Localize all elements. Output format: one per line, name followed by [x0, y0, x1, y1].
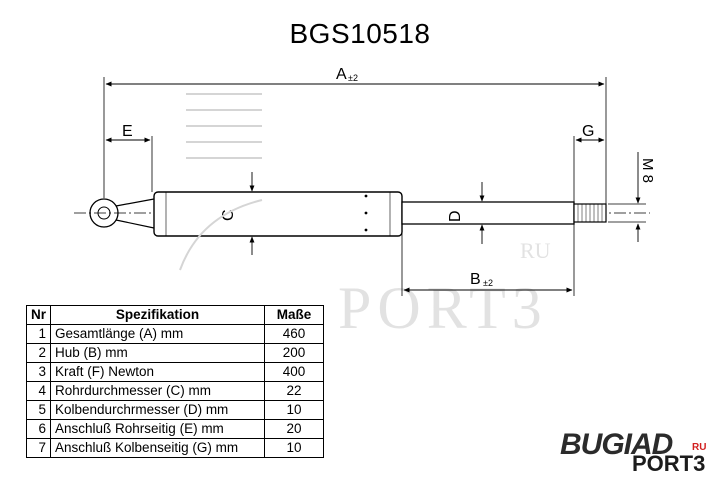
piston-rod	[401, 201, 575, 225]
dim-g-label: G	[582, 123, 594, 140]
table-row: 7 Anschluß Kolbenseitig (G) mm 10	[25, 438, 325, 458]
tube-dot	[364, 211, 368, 215]
cell-val: 22	[264, 381, 325, 401]
header-nr: Nr	[25, 305, 52, 325]
table-row: 1 Gesamtlänge (A) mm 460	[25, 324, 325, 344]
table-row: 2 Hub (B) mm 200	[25, 343, 325, 363]
watermark-arc	[179, 199, 263, 271]
eye-hole	[97, 206, 111, 220]
cell-nr: 7	[25, 438, 52, 458]
dim-e-label: E	[122, 123, 133, 140]
dim-a-tol: ±2	[348, 73, 358, 83]
cell-nr: 1	[25, 324, 52, 344]
cell-spec: Anschluß Rohrseitig (E) mm	[50, 419, 266, 439]
cell-spec: Gesamtlänge (A) mm	[50, 324, 266, 344]
table-row: 4 Rohrdurchmesser (C) mm 22	[25, 381, 325, 401]
eye-end	[89, 198, 119, 228]
dim-b-tol: ±2	[483, 278, 493, 288]
cell-spec: Rohrdurchmesser (C) mm	[50, 381, 266, 401]
watermark-lines	[186, 93, 262, 159]
dim-a-label: A	[336, 66, 347, 83]
tube-dot	[364, 194, 368, 198]
cell-val: 460	[264, 324, 325, 344]
cell-nr: 4	[25, 381, 52, 401]
cell-spec: Hub (B) mm	[50, 343, 266, 363]
cell-val: 10	[264, 438, 325, 458]
cell-spec: Anschluß Kolbenseitig (G) mm	[50, 438, 266, 458]
brand-logo: BUGIAD PORT3 RU	[560, 428, 715, 478]
thread-hatching	[577, 204, 603, 222]
specification-table: Nr Spezifikation Maße 1 Gesamtlänge (A) …	[25, 305, 325, 458]
cell-val: 400	[264, 362, 325, 382]
table-row: 6 Anschluß Rohrseitig (E) mm 20	[25, 419, 325, 439]
header-val: Maße	[264, 305, 325, 325]
part-number-title: BGS10518	[289, 18, 431, 49]
logo-ru-text: RU	[692, 442, 707, 453]
logo-sub-text: PORT3	[632, 451, 706, 476]
eye-neck	[115, 198, 155, 229]
table-row: 5 Kolbendurchrmesser (D) mm 10	[25, 400, 325, 420]
watermark-suffix: RU	[520, 238, 551, 263]
dim-b-label: B	[470, 271, 481, 288]
cell-nr: 6	[25, 419, 52, 439]
cell-nr: 3	[25, 362, 52, 382]
dim-d-label: D	[447, 210, 464, 222]
tube-dot	[364, 228, 368, 232]
dim-m-label: M 8	[639, 158, 656, 183]
watermark-text: PORT3	[338, 275, 548, 341]
cell-spec: Kraft (F) Newton	[50, 362, 266, 382]
table-header-row: Nr Spezifikation Maße	[25, 305, 325, 325]
cell-val: 200	[264, 343, 325, 363]
cell-val: 20	[264, 419, 325, 439]
cell-spec: Kolbendurchrmesser (D) mm	[50, 400, 266, 420]
logo-brand-text: BUGIAD	[560, 428, 673, 461]
cell-nr: 2	[25, 343, 52, 363]
dim-c-label: C	[220, 209, 237, 221]
header-spec: Spezifikation	[50, 305, 266, 325]
cell-nr: 5	[25, 400, 52, 420]
table-row: 3 Kraft (F) Newton 400	[25, 362, 325, 382]
cell-val: 10	[264, 400, 325, 420]
